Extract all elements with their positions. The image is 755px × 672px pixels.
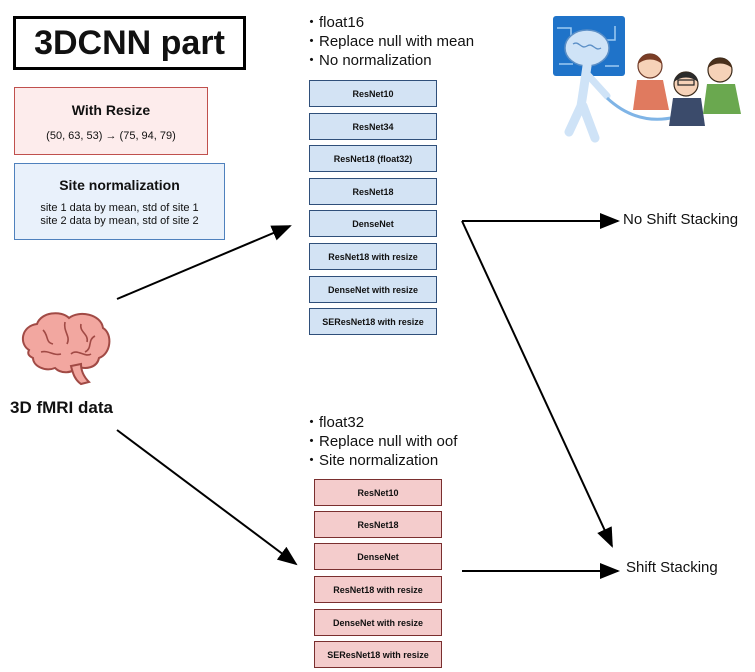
arrow-to-group2 — [116, 429, 298, 566]
group2-note: ・float32 — [304, 414, 365, 431]
group1-model-box: SEResNet18 with resize — [309, 308, 437, 335]
arrow-to-group1 — [116, 225, 292, 300]
site-normalization-box: Site normalization site 1 data by mean, … — [14, 163, 225, 240]
group1-note: ・float16 — [304, 14, 365, 31]
with-resize-heading: With Resize — [71, 102, 151, 118]
group1-model-box: ResNet18 (float32) — [309, 145, 437, 172]
group1-model-box: ResNet34 — [309, 113, 437, 140]
group1-notes: ・float16 ・Replace null with mean ・No nor… — [304, 13, 474, 70]
group1-note: ・No normalization — [304, 52, 432, 69]
site-normalization-line-2: site 2 data by mean, std of site 2 — [40, 215, 199, 227]
group2-model-box: ResNet10 — [314, 479, 442, 506]
group2-note: ・Site normalization — [304, 452, 439, 469]
group1-note: ・Replace null with mean — [304, 33, 475, 50]
group1-model-box: ResNet18 with resize — [309, 243, 437, 270]
with-resize-box: With Resize (50, 63, 53) → (75, 94, 79) — [14, 87, 208, 155]
input-data-label: 3D fMRI data — [10, 398, 113, 417]
robot-and-people-illustration — [553, 16, 741, 143]
page-title: 3DCNN part — [13, 16, 246, 70]
shift-stacking-label: Shift Stacking — [626, 559, 718, 576]
group2-model-box: ResNet18 — [314, 511, 442, 538]
group2-model-box: DenseNet with resize — [314, 609, 442, 636]
group2-notes: ・float32 ・Replace null with oof ・Site no… — [304, 413, 457, 470]
group1-model-box: DenseNet with resize — [309, 276, 437, 303]
site-normalization-heading: Site normalization — [59, 177, 180, 193]
group2-model-list: ResNet10 ResNet18 DenseNet ResNet18 with… — [314, 479, 442, 669]
group2-model-box: DenseNet — [314, 543, 442, 570]
brain-icon — [21, 312, 111, 386]
no-shift-stacking-label: No Shift Stacking — [623, 211, 739, 228]
group1-model-box: DenseNet — [309, 210, 437, 237]
group1-model-list: ResNet10 ResNet34 ResNet18 (float32) Res… — [309, 80, 437, 340]
site-normalization-line-1: site 1 data by mean, std of site 1 — [40, 202, 199, 214]
arrow-group1-to-shift — [461, 220, 613, 548]
group1-model-box: ResNet10 — [309, 80, 437, 107]
group2-note: ・Replace null with oof — [304, 433, 458, 450]
group2-model-box: SEResNet18 with resize — [314, 641, 442, 668]
group1-model-box: ResNet18 — [309, 178, 437, 205]
with-resize-detail: (50, 63, 53) → (75, 94, 79) — [46, 130, 176, 142]
group2-model-box: ResNet18 with resize — [314, 576, 442, 603]
